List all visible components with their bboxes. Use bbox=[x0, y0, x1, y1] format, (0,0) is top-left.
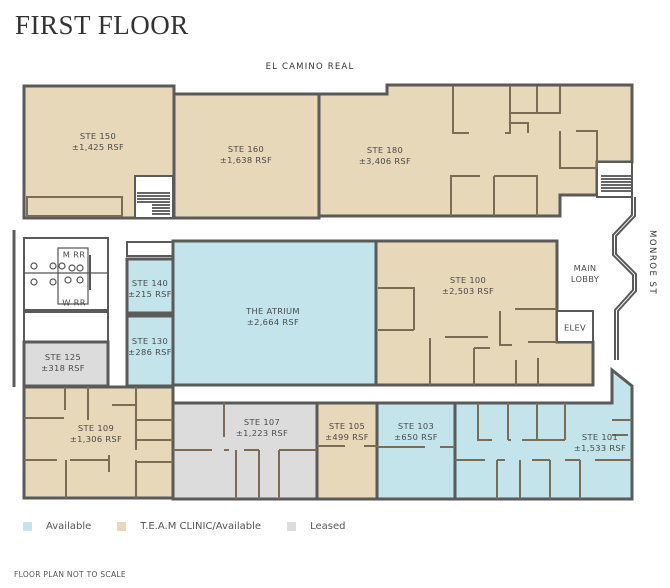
suite-ste125-area[interactable] bbox=[22, 340, 110, 388]
legend-item-leased: Leased bbox=[287, 521, 345, 532]
suite-atrium-area[interactable] bbox=[171, 239, 378, 387]
scale-note: FLOOR PLAN NOT TO SCALE bbox=[14, 570, 126, 579]
suite-ste100-label: STE 100±2,503 RSF bbox=[441, 275, 495, 296]
page-title: FIRST FLOOR bbox=[15, 10, 189, 40]
legend-swatch-leased bbox=[287, 522, 297, 531]
suite-atrium-label: THE ATRIUM±2,664 RSF bbox=[246, 306, 300, 327]
legend: Available T.E.A.M CLINIC/Available Lease… bbox=[23, 521, 371, 532]
suite-ste105-area[interactable] bbox=[315, 401, 379, 501]
suite-ste109-label: STE 109±1,306 RSF bbox=[69, 423, 123, 444]
suite-ste109-area[interactable] bbox=[22, 385, 175, 500]
suite-ste140-area[interactable] bbox=[125, 257, 175, 315]
suite-ste107-label: STE 107±1,223 RSF bbox=[235, 417, 289, 438]
suite-ste101-label: STE 101±1,533 RSF bbox=[573, 432, 627, 453]
suite-ste103-label: STE 103±650 RSF bbox=[394, 421, 438, 442]
suite-ste103-area[interactable] bbox=[375, 401, 457, 501]
legend-item-team-clinic: T.E.A.M CLINIC/Available bbox=[117, 521, 261, 532]
suite-ste101-area[interactable] bbox=[453, 366, 634, 501]
suite-ste105-label: STE 105±499 RSF bbox=[325, 421, 369, 442]
legend-swatch-available bbox=[23, 522, 32, 531]
women-restroom-label: W RR bbox=[62, 297, 86, 308]
suite-ste160-area[interactable] bbox=[172, 92, 321, 220]
suite-ste140-label: STE 140±215 RSF bbox=[128, 278, 172, 299]
street-label-el-camino-real: EL CAMINO REAL bbox=[265, 62, 355, 72]
street-label-monroe-st: MONROE ST bbox=[647, 230, 657, 296]
legend-item-available: Available bbox=[23, 521, 91, 532]
suite-ste160-label: STE 160±1,638 RSF bbox=[219, 144, 273, 165]
suite-ste125-label: STE 125±318 RSF bbox=[41, 352, 85, 373]
suite-ste180-label: STE 180±3,406 RSF bbox=[358, 145, 412, 166]
suite-ste130-label: STE 130±286 RSF bbox=[128, 336, 172, 357]
elevator-label: ELEV bbox=[564, 322, 586, 333]
suite-ste150-label: STE 150±1,425 RSF bbox=[71, 131, 125, 152]
men-restroom-label: M RR bbox=[62, 249, 86, 260]
legend-swatch-team-clinic bbox=[117, 522, 127, 531]
